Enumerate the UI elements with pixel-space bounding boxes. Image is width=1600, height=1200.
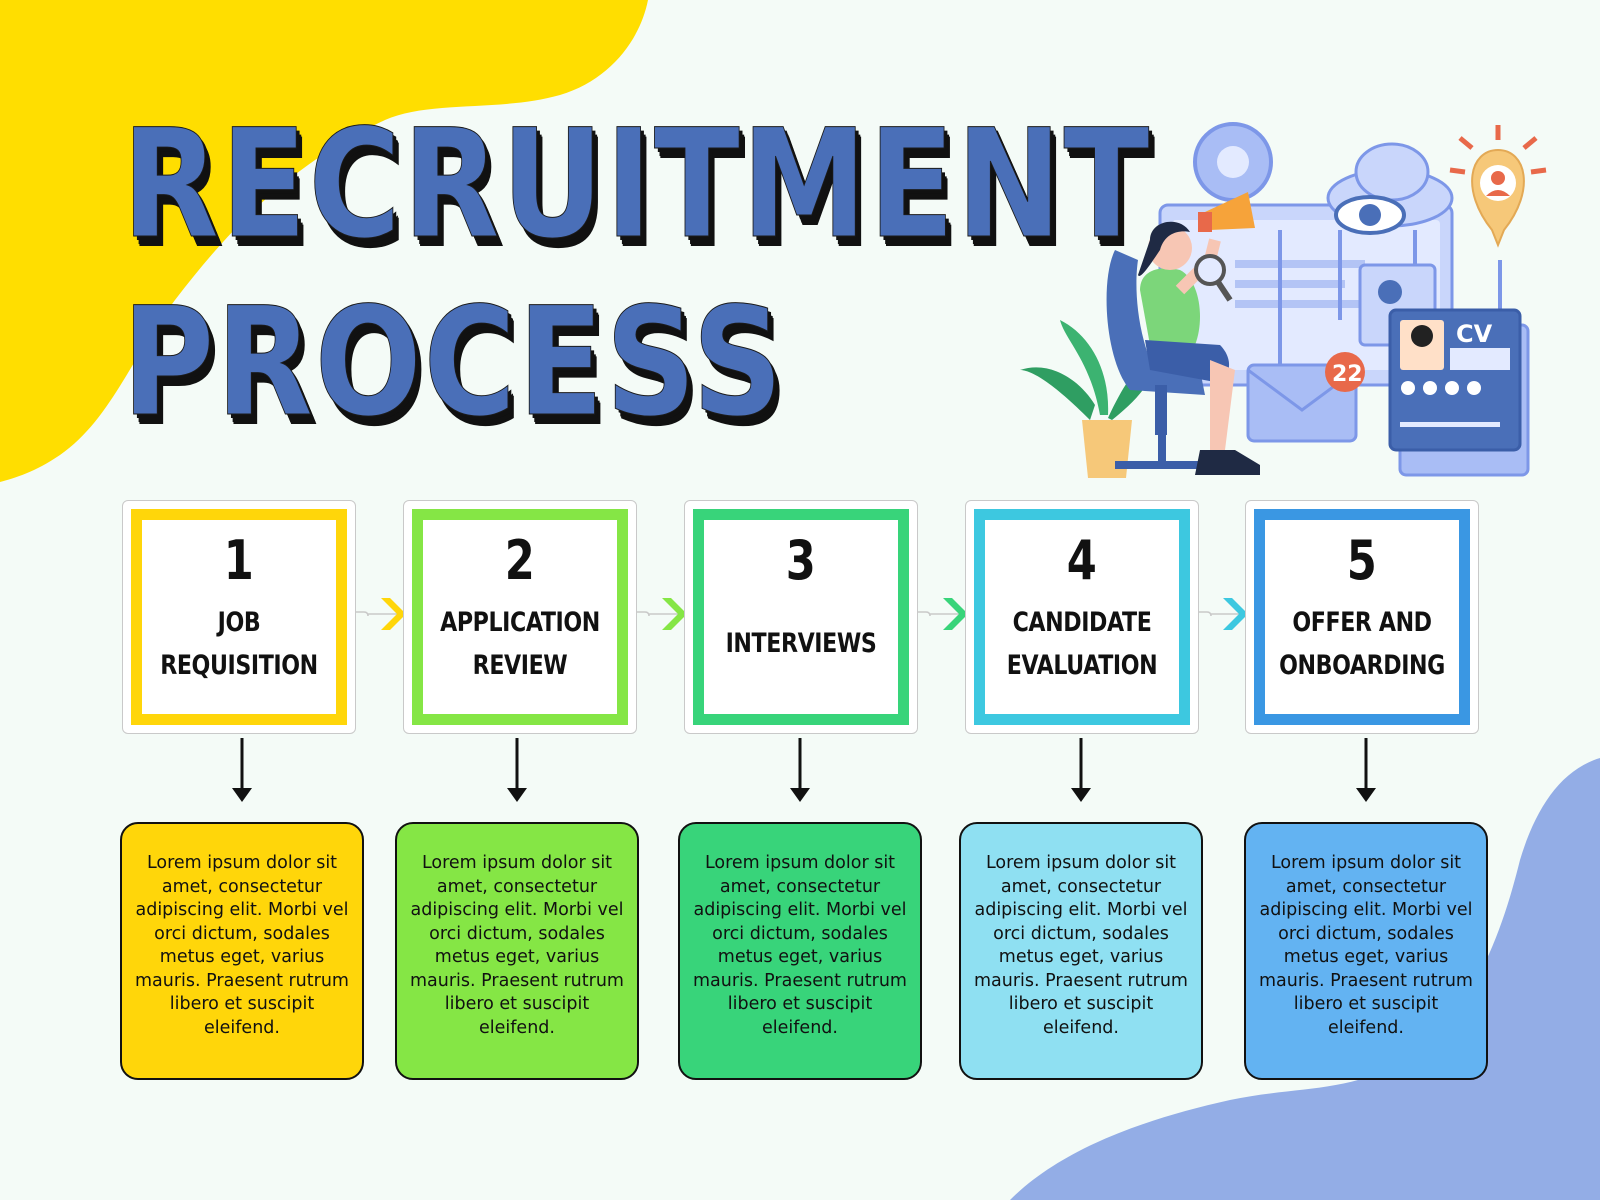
magnifier-icon [1194,254,1233,302]
notification-badge: 22 [1325,352,1365,392]
step-label: CANDIDATE EVALUATION [1006,606,1158,681]
step-label: INTERVIEWS [725,628,877,660]
step-number: 1 [223,529,255,592]
step-3-card: 3 INTERVIEWS [684,500,918,734]
step-1-description: Lorem ipsum dolor sit amet, consectetur … [120,822,364,1080]
step-number: 2 [504,529,536,592]
location-pin-icon [1449,125,1547,248]
step-label: APPLICATION REVIEW [440,606,600,681]
step-number: 3 [785,529,817,592]
step-label: OFFER AND ONBOARDING [1279,606,1445,681]
svg-text:22: 22 [1332,362,1363,387]
step-5-description: Lorem ipsum dolor sit amet, consectetur … [1244,822,1488,1080]
woman-figure [1138,221,1260,475]
step-4-description: Lorem ipsum dolor sit amet, consectetur … [959,822,1203,1080]
cv-card-icon: CV [1388,308,1530,477]
step-5-card: 5 OFFER AND ONBOARDING [1245,500,1479,734]
step-1-frame: 1 JOB REQUISITION [131,509,347,725]
step-2-description: Lorem ipsum dolor sit amet, consectetur … [395,822,639,1080]
eye-icon [1334,195,1406,235]
step-2-card: 2 APPLICATION REVIEW [403,500,637,734]
blue-blob [1010,758,1600,1200]
step-4-frame: 4 CANDIDATE EVALUATION [974,509,1190,725]
megaphone-icon [1198,192,1255,232]
gear-icon [1193,122,1273,202]
step-label: JOB REQUISITION [160,606,318,681]
step-3-description: Lorem ipsum dolor sit amet, consectetur … [678,822,922,1080]
title-line-1: RECRUITMENT [122,98,1152,272]
step-3-frame: 3 INTERVIEWS [693,509,909,725]
title-line-2: PROCESS [122,276,785,450]
cv-label: CV [1456,320,1493,348]
step-number: 5 [1346,529,1378,592]
yellow-blob [0,0,648,482]
chair-icon [1106,250,1210,469]
step-2-frame: 2 APPLICATION REVIEW [412,509,628,725]
step-4-card: 4 CANDIDATE EVALUATION [965,500,1199,734]
recruiter-illustration: CV 22 [1020,122,1547,478]
step-5-frame: 5 OFFER AND ONBOARDING [1254,509,1470,725]
step-1-card: 1 JOB REQUISITION [122,500,356,734]
step-number: 4 [1066,529,1098,592]
